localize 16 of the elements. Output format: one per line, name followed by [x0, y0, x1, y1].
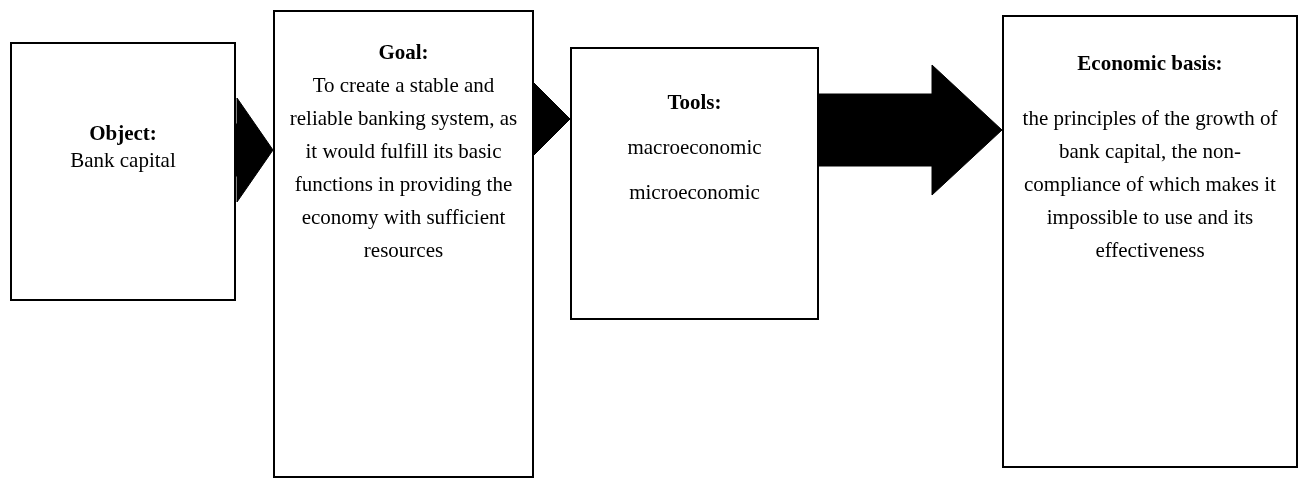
box-text: the principles of the growth of bank capital, the non-compliance of which makes it impossible to use and its effectiveness — [1021, 105, 1279, 264]
block-arrow — [818, 64, 1003, 196]
box-heading: Object: — [89, 120, 157, 147]
box-text: macroeconomic — [627, 134, 762, 161]
box-heading: Economic basis: — [1077, 50, 1223, 77]
process-box — [273, 10, 534, 478]
block-arrow — [235, 97, 274, 203]
process-box — [1002, 15, 1298, 468]
box-text: Bank capital — [70, 147, 176, 174]
process-box — [570, 47, 819, 320]
block-arrow — [533, 82, 571, 156]
box-heading: Tools: — [667, 89, 722, 116]
box-heading: Goal: — [378, 39, 429, 66]
process-box — [10, 42, 236, 301]
box-text: To create a stable and reliable banking system, as it would fulfill its basic functions in providing the economy with sufficient resources — [288, 72, 519, 264]
box-text: microeconomic — [629, 179, 760, 206]
